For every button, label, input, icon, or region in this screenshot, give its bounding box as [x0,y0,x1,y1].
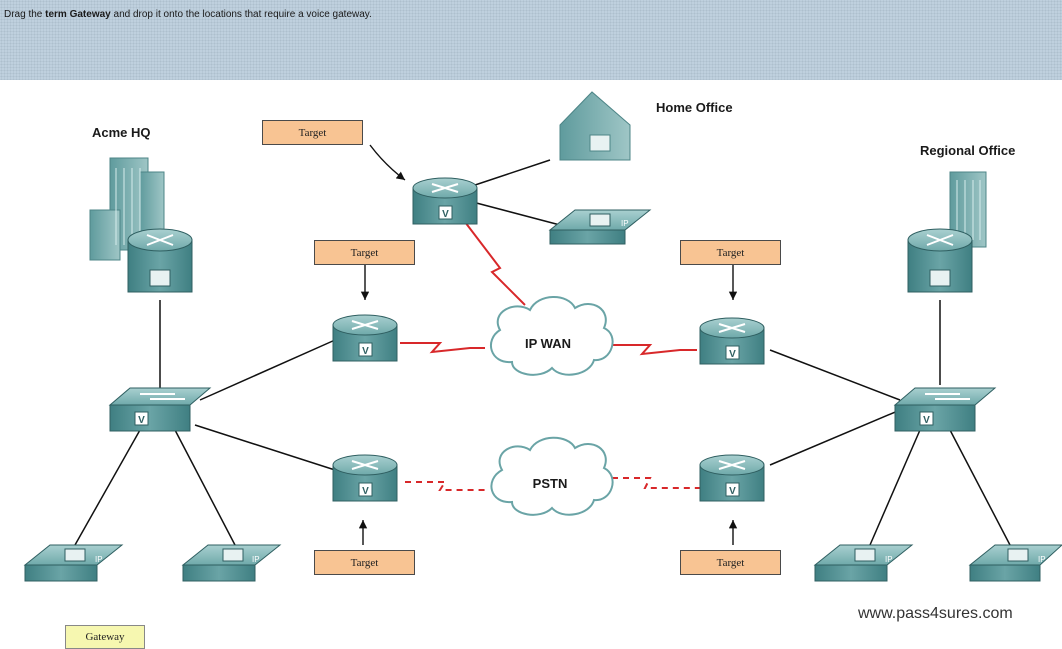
svg-text:V: V [362,346,369,357]
router-home-icon: V [412,177,478,225]
svg-text:V: V [923,415,930,426]
svg-text:IP: IP [1038,555,1046,564]
hq-switch-icon: V [108,387,212,432]
svg-text:IP: IP [621,219,629,228]
network-diagram: IP WAN PSTN [23,91,1062,582]
drop-target-regional-wan-router[interactable]: Target [680,240,781,265]
site-label-hq: Acme HQ [92,125,151,140]
router-hq-pstn-icon: V [332,454,398,502]
svg-text:V: V [138,415,145,426]
regional-switch-icon: V [893,387,997,432]
drop-target-hq-pstn-router[interactable]: Target [314,550,415,575]
svg-text:V: V [729,486,736,497]
pstn-links [405,477,700,491]
svg-text:V: V [362,486,369,497]
router-regional-wan-icon: V [699,317,765,365]
ip-phone-regional-1-icon: IP [813,544,914,582]
site-label-regional-office: Regional Office [920,143,1016,158]
wan-links [400,221,697,356]
drop-target-home-router[interactable]: Target [262,120,363,145]
gateway-drag-item[interactable]: Gateway [65,625,145,649]
svg-text:IP: IP [95,555,103,564]
drop-target-regional-pstn-router[interactable]: Target [680,550,781,575]
ip-phone-home-icon: IP [548,209,652,245]
hq-call-manager-icon [127,228,193,293]
svg-text:V: V [729,349,736,360]
router-regional-pstn-icon: V [699,454,765,502]
svg-text:IP: IP [252,555,260,564]
router-hq-wan-icon: V [332,314,398,362]
svg-text:IP WAN: IP WAN [525,336,571,351]
ip-phone-hq-2-icon: IP [181,544,282,582]
home-office-house-icon [559,91,631,161]
instruction-banner: Drag the term Gateway and drop it onto t… [0,0,1062,80]
regional-call-manager-icon [907,228,973,293]
ip-phone-regional-2-icon: IP [968,544,1062,582]
ip-phone-hq-1-icon: IP [23,544,124,582]
site-label-home-office: Home Office [656,100,733,115]
target-arrows [358,144,738,545]
svg-text:V: V [442,209,449,220]
pstn-cloud: PSTN [490,436,614,516]
drop-target-hq-wan-router[interactable]: Target [314,240,415,265]
instruction-text: Drag the term Gateway and drop it onto t… [4,9,372,20]
watermark: www.pass4sures.com [858,605,1013,622]
svg-text:IP: IP [885,555,893,564]
ip-wan-cloud: IP WAN [490,296,614,376]
svg-text:PSTN: PSTN [533,476,568,491]
